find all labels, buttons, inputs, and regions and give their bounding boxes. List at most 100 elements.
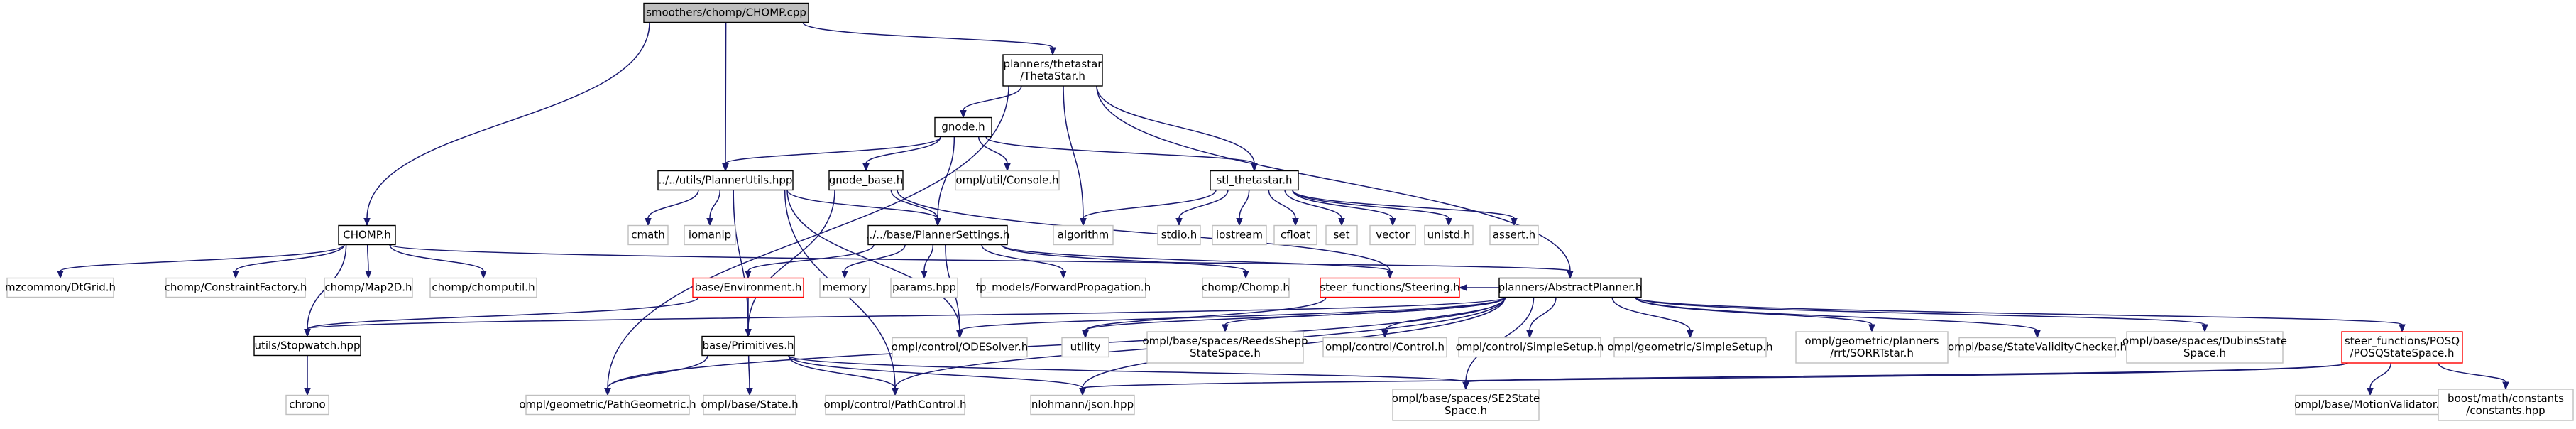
edge-posq-to-boostconstants	[2438, 362, 2509, 391]
node-box	[643, 2, 809, 23]
node-box	[892, 337, 1028, 358]
node-unistd-h: unistd.h	[1424, 224, 1474, 246]
node-smoothers-chomp-chomp-cpp[interactable]: smoothers/chomp/CHOMP.cpp	[643, 2, 809, 23]
node-box	[2438, 389, 2574, 421]
node-label: boost/math/constants	[2448, 392, 2564, 405]
node-box	[1053, 224, 1114, 246]
node-chomp-h[interactable]: CHOMP.h	[338, 224, 396, 246]
edge-chomp_h-to-chomputil	[389, 244, 487, 279]
node-utils-plannerutils-hpp[interactable]: ../../utils/PlannerUtils.hpp	[657, 170, 794, 191]
edge-thetastar-to-gnode	[960, 85, 1022, 119]
node-label: chomp/Map2D.h	[324, 281, 412, 294]
edge-plannersettings-to-steering	[1001, 244, 1393, 279]
edge-abstractplanner-to-dubins	[1635, 296, 2208, 333]
node-box	[1273, 224, 1317, 246]
node-box	[867, 224, 1008, 246]
node-box	[1002, 54, 1103, 87]
edge-thetastar-to-stl_thetastar	[1096, 85, 1258, 172]
node-label: chrono	[289, 398, 325, 411]
edge-plannersettings-to-chomp_chomp	[1001, 244, 1249, 279]
node-label: ompl/control/Control.h	[1325, 341, 1445, 354]
edge-primitives-to-pathgeometric	[604, 355, 708, 396]
edge-thetastar-to-abstractplanner	[1096, 85, 1574, 279]
node-box	[1157, 224, 1201, 246]
node-label: smoothers/chomp/CHOMP.cpp	[646, 6, 806, 19]
node-stdio-h: stdio.h	[1157, 224, 1201, 246]
edge-steering-to-utility	[1082, 297, 1327, 339]
node-box	[1958, 337, 2116, 358]
node-ompl-geometric-pathgeometric-h: ompl/geometric/PathGeometric.h	[519, 394, 696, 416]
edge-abstractplanner-to-controlsimplesetup	[1526, 297, 1557, 339]
node-label: /rrt/SORRTstar.h	[1830, 347, 1914, 359]
node-label: utility	[1070, 341, 1101, 354]
node-label: nlohmann/json.hpp	[1031, 398, 1134, 411]
node-gnode-base-h[interactable]: gnode_base.h	[828, 170, 904, 191]
edge-abstractplanner-to-posq	[1635, 296, 2406, 333]
edge-abstractplanner-to-pathgeometric	[604, 297, 1506, 396]
node-box	[627, 224, 669, 246]
node-ompl-control-control-h: ompl/control/Control.h	[1322, 337, 1447, 358]
node-label: ompl/base/State.h	[701, 398, 798, 411]
edge-stl_thetastar-to-vector	[1292, 190, 1396, 227]
node-label: base/Environment.h	[695, 281, 802, 294]
node-ompl-base-statevaliditychecker-h: ompl/base/StateValidityChecker.h	[1948, 337, 2127, 358]
node-label: ompl/util/Console.h	[955, 174, 1058, 187]
edge-environment-to-primitives	[745, 297, 752, 337]
node-base-environment-h: base/Environment.h	[692, 277, 804, 298]
node-box	[955, 170, 1060, 191]
node-chrono: chrono	[285, 394, 329, 416]
edge-plannersettings-to-params	[921, 244, 934, 279]
node-label: ompl/geometric/planners	[1805, 335, 1939, 347]
node-ompl-base-state-h: ompl/base/State.h	[701, 394, 799, 416]
node-utils-stopwatch-hpp[interactable]: utils/Stopwatch.hpp	[253, 335, 361, 357]
edge-stl_thetastar-to-assert	[1292, 190, 1518, 227]
node-base-primitives-h[interactable]: base/Primitives.h	[701, 335, 795, 357]
node-planners-thetastar-thetastar-h[interactable]: planners/thetastar/ThetaStar.h	[1002, 54, 1103, 87]
node-label: fp_models/ForwardPropagation.h	[976, 281, 1151, 295]
node-chomp-chomputil-h: chomp/chomputil.h	[429, 277, 537, 298]
node-box	[1498, 277, 1642, 298]
node-label: ompl/base/spaces/ReedsShepp	[1142, 335, 1308, 347]
edge-chomp_h-to-mzcommon	[57, 244, 345, 279]
node-label: StateSpace.h	[1190, 347, 1261, 359]
node-label: /ThetaStar.h	[1020, 70, 1085, 82]
node-label: utils/Stopwatch.hpp	[254, 340, 360, 352]
node-box	[1146, 331, 1304, 364]
edge-gnode-to-stl_thetastar	[985, 136, 1258, 172]
node-stl-thetastar-h[interactable]: stl_thetastar.h	[1210, 170, 1299, 191]
node-box	[1325, 224, 1358, 246]
edge-stopwatch-to-chrono	[304, 355, 311, 396]
edge-gnode_base-to-primitives	[745, 190, 835, 337]
node-label: Space.h	[1445, 404, 1487, 417]
node-box	[1424, 224, 1474, 246]
node-box	[253, 335, 361, 357]
node-chomp-chomp-h: chomp/Chomp.h	[1202, 277, 1290, 298]
node-fp-models-forwardpropagation-h: fp_models/ForwardPropagation.h	[976, 277, 1151, 298]
node-box	[692, 277, 804, 298]
node-gnode-h[interactable]: gnode.h	[934, 116, 992, 138]
node-planners-abstractplanner-h[interactable]: planners/AbstractPlanner.h	[1498, 277, 1643, 298]
edges-layer	[57, 21, 2509, 396]
node-label: ../../utils/PlannerUtils.hpp	[659, 174, 793, 187]
node-label: /constants.hpp	[2466, 404, 2545, 417]
node-mzcommon-dtgrid-h: mzcommon/DtGrid.h	[5, 277, 116, 298]
node-ompl-base-motionvalidator-h: ompl/base/MotionValidator.h	[2294, 394, 2446, 416]
node-label: chomp/ConstraintFactory.h	[165, 281, 307, 294]
node-label: ompl/base/StateValidityChecker.h	[1948, 341, 2127, 354]
node-label: /POSQStateSpace.h	[2350, 347, 2455, 359]
node-params-hpp: params.hpp	[890, 277, 958, 298]
node-nlohmann-json-hpp: nlohmann/json.hpp	[1030, 394, 1135, 416]
node-ompl-util-console-h: ompl/util/Console.h	[955, 170, 1060, 191]
node-iomanip: iomanip	[684, 224, 736, 246]
edge-abstractplanner-to-stopwatch	[304, 296, 1506, 337]
node-label: mzcommon/DtGrid.h	[5, 281, 116, 294]
edge-stl_thetastar-to-stdio	[1175, 190, 1229, 227]
node-ompl-geometric-planners-rrt-sorrtstar-h: ompl/geometric/planners/rrt/SORRTstar.h	[1795, 331, 1949, 364]
node-label: gnode.h	[941, 121, 985, 134]
node-box	[1458, 337, 1601, 358]
node-box	[429, 277, 537, 298]
node-base-plannersettings-h[interactable]: ../../base/PlannerSettings.h	[866, 224, 1010, 246]
